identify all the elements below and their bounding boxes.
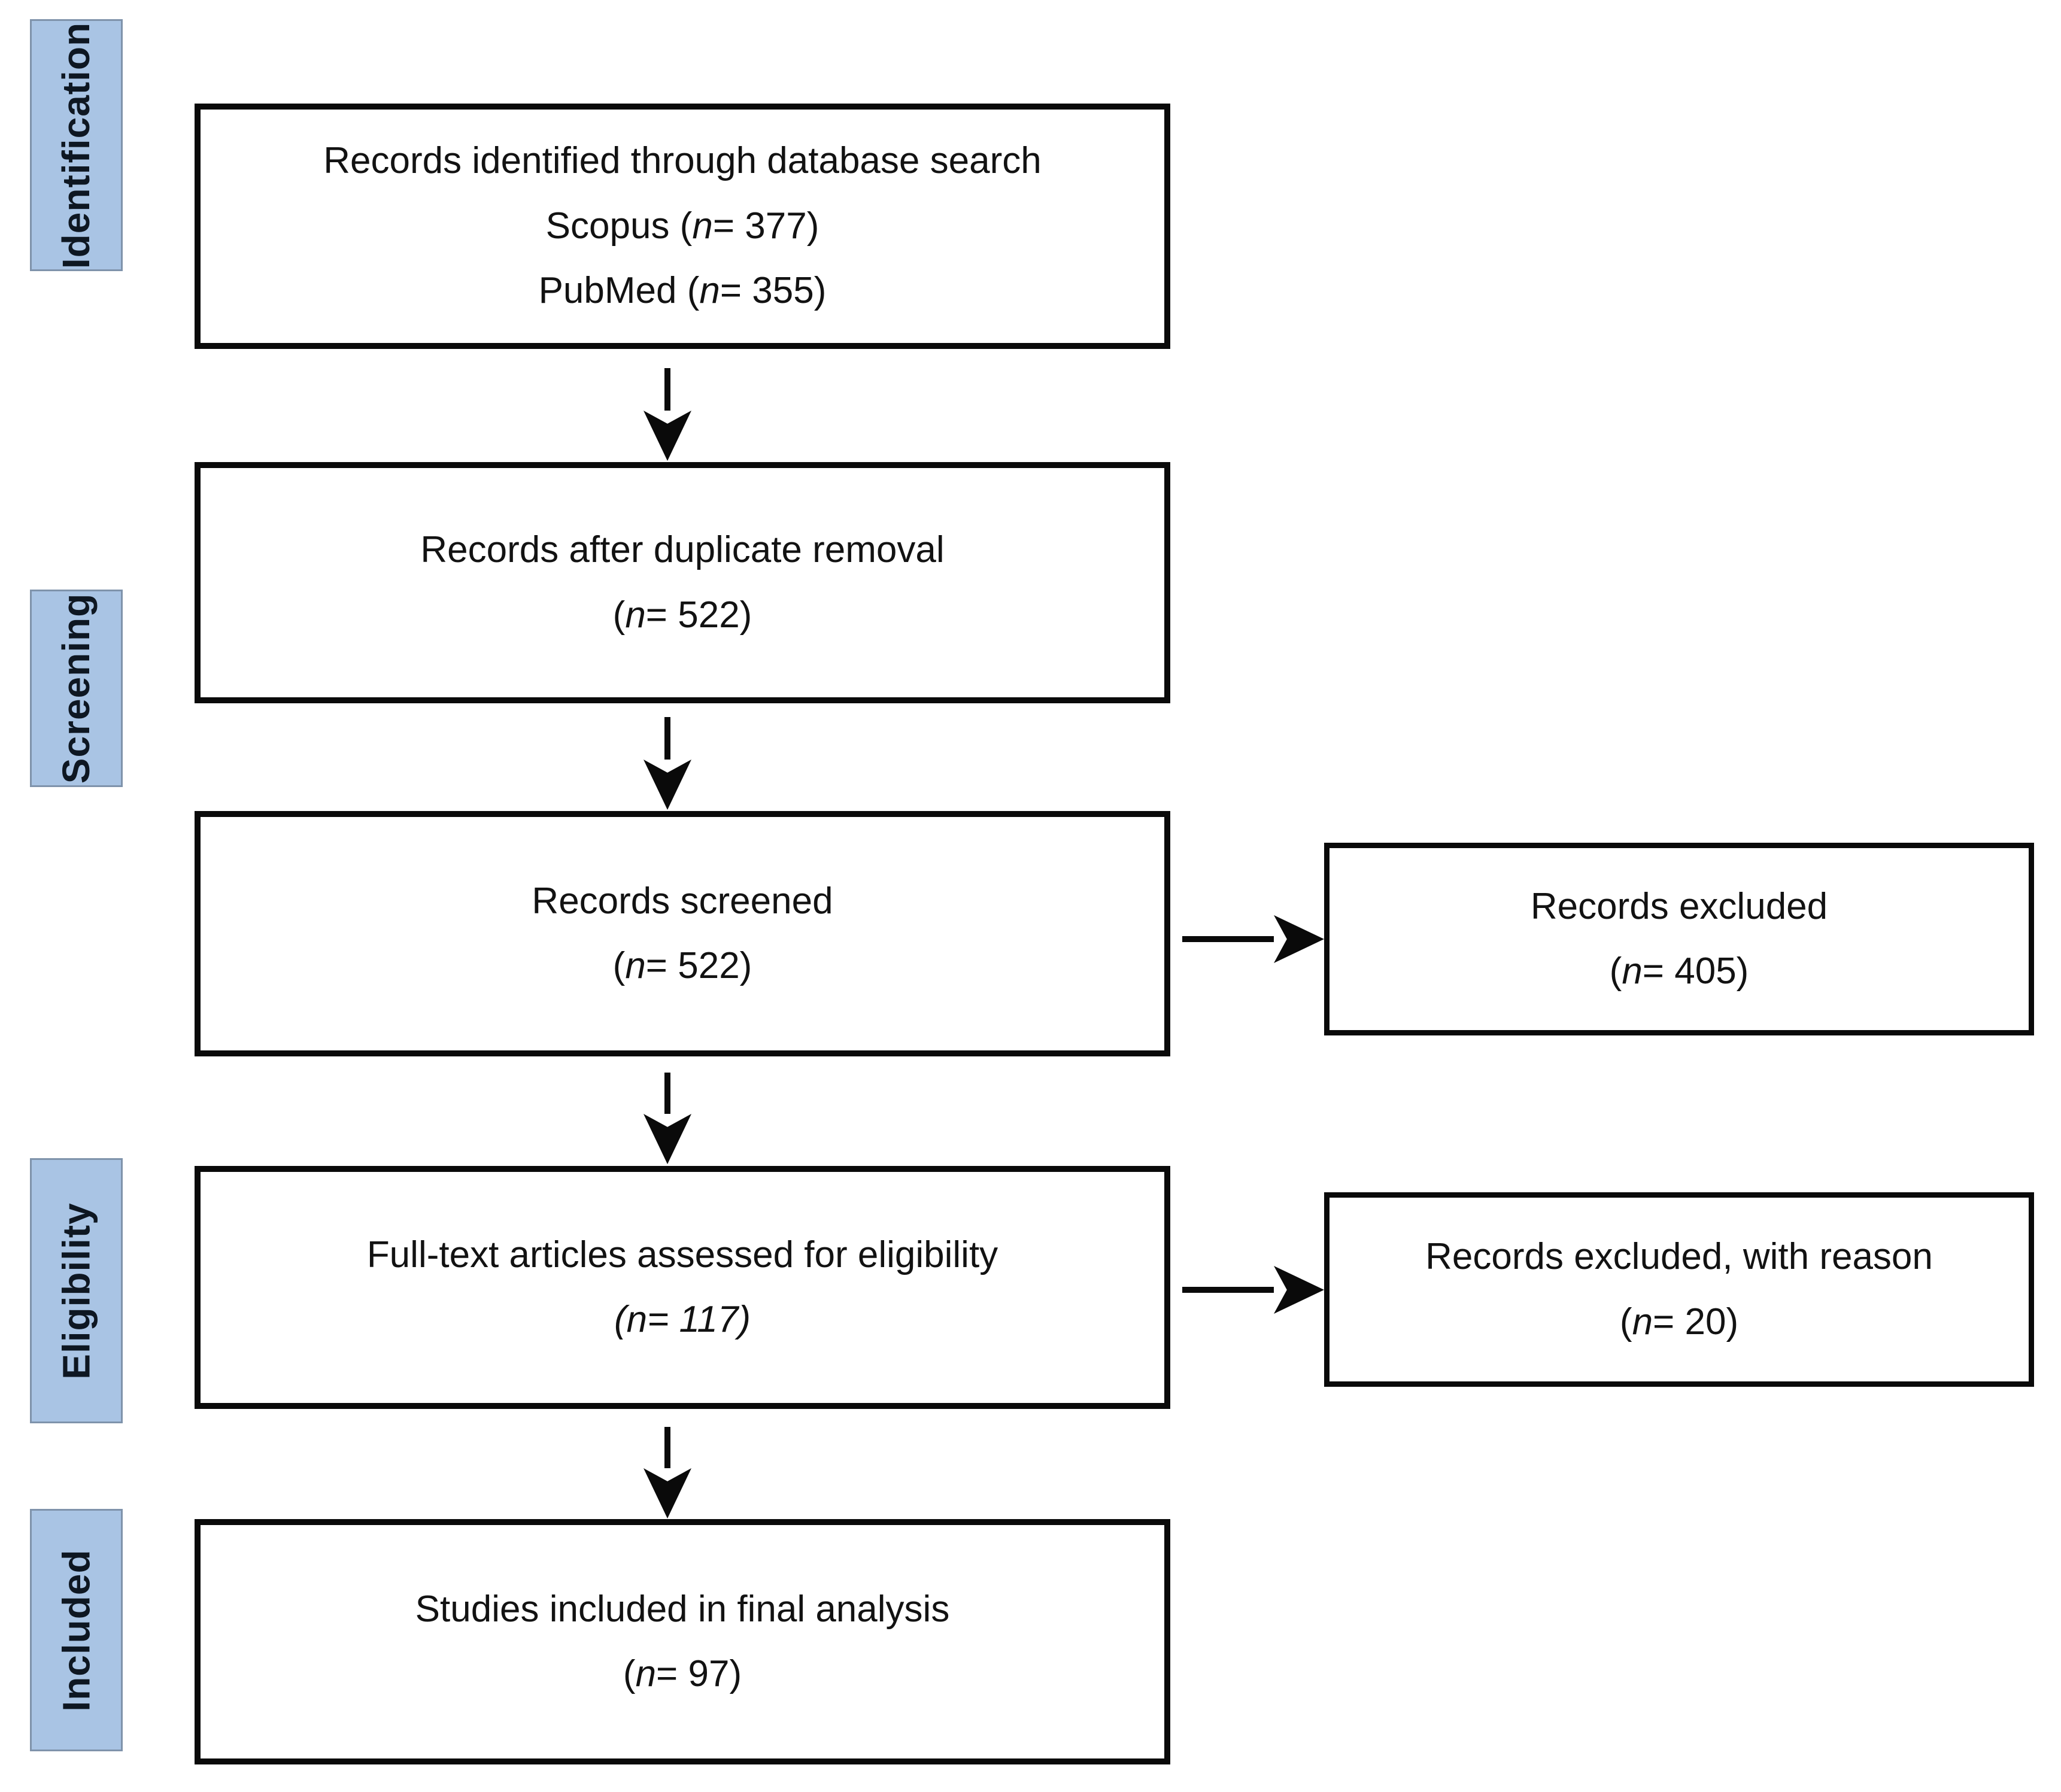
box-records-identified-line2: Scopus (n= 377) [546,194,819,259]
n-variable: n [692,205,713,247]
text: = 522) [645,945,752,986]
text: = 522) [645,594,752,636]
box-fulltext-assessed-line2: (n= 117) [614,1287,751,1353]
stage-label-screening-text: Screening [54,593,98,784]
stage-label-included: Included [30,1509,123,1751]
box-studies-included-line1: Studies included in final analysis [415,1577,950,1642]
text: PubMed ( [538,270,700,312]
stage-label-screening: Screening [30,590,123,787]
arrow-down-identified-to-duplicates-icon [644,368,691,461]
stage-label-eligibility: Eligibility [30,1158,123,1423]
arrow-right-screened-to-excluded-icon [1182,915,1324,963]
text: Records after duplicate removal [420,529,945,570]
text: Records identified through database sear… [323,140,1042,182]
box-records-screened: Records screened (n= 522) [195,811,1170,1056]
box-fulltext-assessed-line1: Full-text articles assessed for eligibil… [367,1223,998,1288]
text: Records excluded [1530,885,1828,927]
stage-label-identification-text: Identification [54,22,98,269]
arrow-head-icon [1274,1266,1324,1314]
box-studies-included: Studies included in final analysis (n= 9… [195,1519,1170,1764]
arrow-head-icon [1274,915,1324,963]
text: = 377) [712,205,819,247]
box-records-identified-line1: Records identified through database sear… [323,129,1041,194]
arrow-head-icon [644,1114,691,1164]
arrow-down-screened-to-fulltext-icon [644,1073,691,1164]
arrow-stem [1182,936,1274,942]
box-records-excluded-with-reason-line1: Records excluded, with reason [1425,1225,1933,1290]
n-variable: n [699,270,720,312]
box-records-excluded-line1: Records excluded [1531,874,1828,940]
text: Records excluded, with reason [1425,1236,1933,1277]
text: ( [1619,1301,1632,1343]
arrow-stem [664,1427,670,1468]
n-variable: n [626,1299,648,1340]
text: = 20) [1653,1301,1739,1343]
n-variable: n [625,945,646,986]
box-fulltext-assessed: Full-text articles assessed for eligibil… [195,1166,1170,1409]
n-variable: n [635,1653,657,1694]
box-duplicates-removed-line1: Records after duplicate removal [420,518,944,583]
arrow-head-icon [644,411,691,461]
box-records-screened-line2: (n= 522) [613,934,752,999]
stage-label-included-text: Included [54,1548,98,1712]
box-records-screened-line1: Records screened [532,869,833,934]
n-variable: n [1622,950,1643,992]
box-records-excluded: Records excluded (n= 405) [1324,843,2034,1035]
text: ( [612,594,626,636]
arrow-down-fulltext-to-included-icon [644,1427,691,1518]
arrow-right-fulltext-to-excluded-reason-icon [1182,1266,1324,1314]
text: Studies included in final analysis [415,1588,950,1630]
text: ( [612,945,626,986]
box-duplicates-removed-line2: (n= 522) [613,583,752,648]
arrow-stem [664,368,670,411]
arrow-stem [664,1073,670,1114]
text: Records screened [532,880,833,922]
box-records-identified: Records identified through database sear… [195,104,1170,349]
text: ( [1609,950,1622,992]
text: = 355) [720,270,827,312]
stage-label-eligibility-text: Eligibility [54,1202,98,1380]
box-records-excluded-with-reason-line2: (n= 20) [1620,1290,1738,1355]
n-variable: n [625,594,646,636]
text: = 97) [656,1653,742,1694]
box-records-excluded-with-reason: Records excluded, with reason (n= 20) [1324,1192,2034,1387]
text: = 405) [1642,950,1749,992]
box-records-identified-line3: PubMed (n= 355) [539,259,827,324]
box-duplicates-removed: Records after duplicate removal (n= 522) [195,462,1170,703]
n-variable: n [1632,1301,1653,1343]
text: = 117) [647,1299,751,1340]
arrow-stem [664,717,670,760]
text: Scopus ( [545,205,693,247]
box-records-excluded-line2: (n= 405) [1610,939,1749,1004]
arrow-stem [1182,1287,1274,1293]
box-studies-included-line2: (n= 97) [623,1642,742,1707]
arrow-head-icon [644,1468,691,1518]
arrow-down-duplicates-to-screened-icon [644,717,691,810]
text: Full-text articles assessed for eligibil… [366,1234,998,1275]
text: ( [614,1299,627,1340]
text: ( [623,1653,636,1694]
stage-label-identification: Identification [30,19,123,271]
arrow-head-icon [644,760,691,810]
